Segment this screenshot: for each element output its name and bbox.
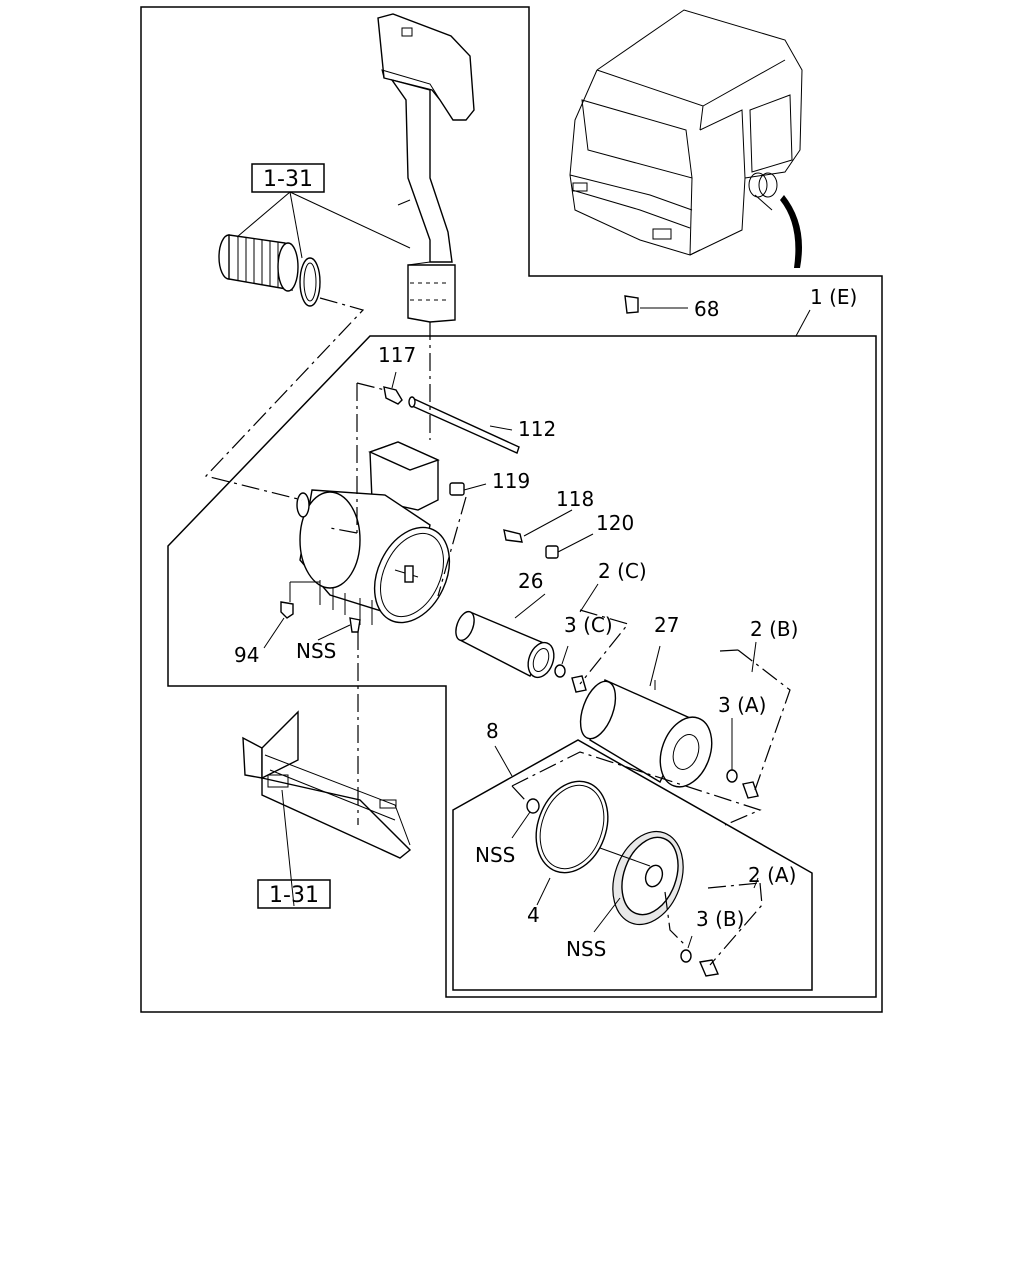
callout-27: 27 bbox=[654, 613, 679, 637]
truck-cab-illustration bbox=[569, 9, 803, 268]
intake-hose-part bbox=[218, 234, 321, 307]
callout-4: 4 bbox=[527, 903, 540, 927]
callout-26: 26 bbox=[518, 569, 543, 593]
frame-bracket-part bbox=[242, 710, 412, 859]
callout-94: 94 bbox=[234, 643, 259, 667]
assembly-frame bbox=[167, 335, 877, 998]
ref-1-31-top-label[interactable]: 1-31 bbox=[263, 167, 313, 192]
callout-arrow-icon bbox=[780, 195, 802, 268]
callout-112: 112 bbox=[518, 417, 556, 441]
callout-labels: 68 1 (E) 117 112 119 118 120 26 2 (C) 3 … bbox=[234, 285, 857, 961]
callout-3c: 3 (C) bbox=[564, 613, 613, 637]
inner-element-part bbox=[455, 610, 555, 679]
outer-element-part bbox=[579, 679, 713, 788]
ref-box-bottom bbox=[257, 879, 331, 909]
leader-lines bbox=[236, 191, 811, 949]
element-kit-parts bbox=[535, 780, 684, 926]
callout-3b: 3 (B) bbox=[696, 907, 744, 931]
callout-1e: 1 (E) bbox=[810, 285, 857, 309]
callout-68: 68 bbox=[694, 297, 719, 321]
intake-duct-part bbox=[377, 13, 475, 323]
air-cleaner-body bbox=[296, 441, 451, 625]
callout-119: 119 bbox=[492, 469, 530, 493]
callout-118: 118 bbox=[556, 487, 594, 511]
callout-2c: 2 (C) bbox=[598, 559, 647, 583]
assembly-lines bbox=[204, 297, 791, 966]
callout-120: 120 bbox=[596, 511, 634, 535]
callout-2a: 2 (A) bbox=[748, 863, 796, 887]
element-kit-frame bbox=[452, 739, 813, 991]
callout-117: 117 bbox=[378, 343, 416, 367]
callout-2b: 2 (B) bbox=[750, 617, 798, 641]
outer-frame bbox=[140, 6, 883, 1013]
ref-box-top bbox=[251, 163, 325, 193]
callout-nss-cover: NSS bbox=[566, 937, 606, 961]
callout-8: 8 bbox=[486, 719, 499, 743]
callout-nss-seal: NSS bbox=[475, 843, 515, 867]
ref-1-31-bottom-label[interactable]: 1-31 bbox=[269, 883, 319, 908]
callout-nss-bracket: NSS bbox=[296, 639, 336, 663]
callout-3a: 3 (A) bbox=[718, 693, 766, 717]
